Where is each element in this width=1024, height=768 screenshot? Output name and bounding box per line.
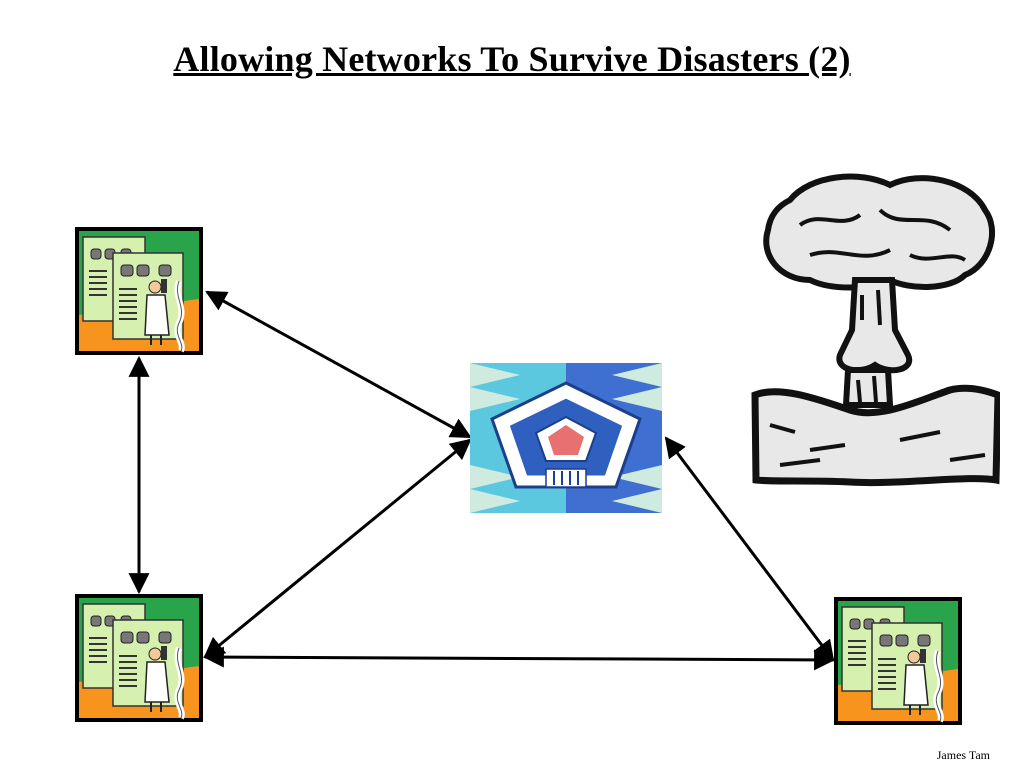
link-topleft-pentagon [205,290,472,439]
nuclear-explosion-icon [755,177,998,483]
mainframe-computer-operator-icon [75,227,203,355]
link-bottomleft-pentagon [203,438,472,659]
page-title: Allowing Networks To Survive Disasters (… [173,39,851,79]
link-bottomleft-bottomright [202,646,836,671]
author-footer: James Tam [936,748,990,762]
pentagon-building-icon [470,363,662,513]
mainframe-computer-operator-icon [75,594,203,722]
link-bottomright-pentagon [664,436,835,662]
mainframe-computer-operator-icon [834,597,962,725]
